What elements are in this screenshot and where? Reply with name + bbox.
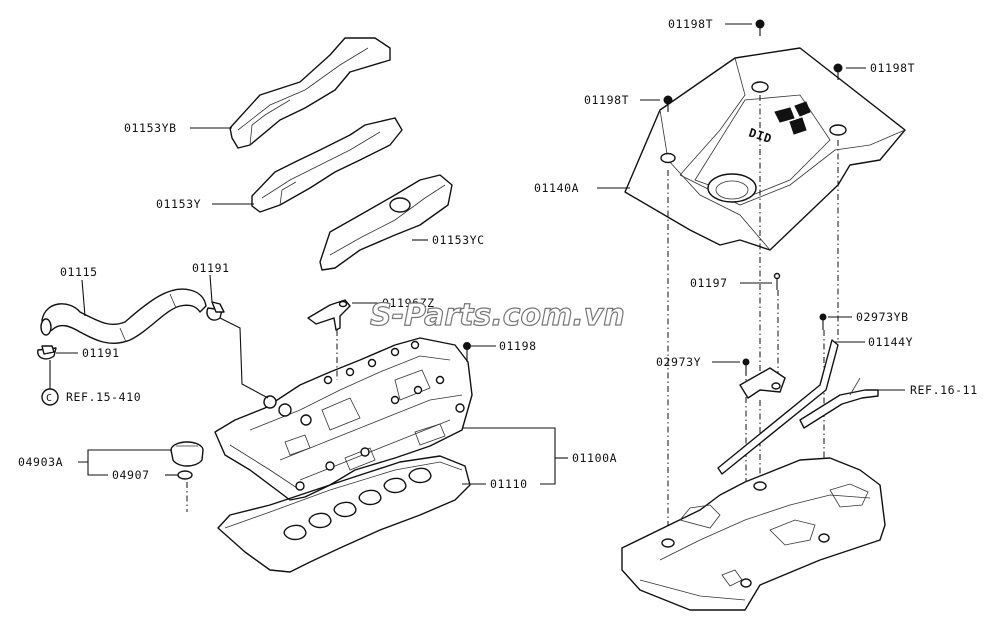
callout-01153YB: 01153YB [124, 121, 177, 135]
ref-circle-icon: C [41, 388, 59, 406]
callout-01191-left: 01191 [82, 346, 120, 360]
callout-01198T-right: 01198T [870, 61, 915, 75]
callout-04907: 04907 [112, 468, 150, 482]
cover-studs [263, 340, 465, 491]
valve-cover-01100A [214, 337, 473, 501]
callout-01140A: 01140A [534, 181, 579, 195]
callout-02973YB: 02973YB [856, 310, 909, 324]
bolt-01198-icon [463, 342, 471, 362]
gasket-01110 [217, 455, 471, 573]
insulator-01153YC [319, 174, 453, 271]
callout-01198: 01198 [499, 339, 537, 353]
bolt-01198T-top-icon [755, 19, 765, 36]
bracket-01196ZZ [307, 299, 351, 331]
callout-01191-top: 01191 [192, 261, 230, 275]
oil-filler-cap-04903A [170, 441, 204, 467]
clamp-01191-top-icon [206, 301, 225, 321]
engine-head-outline [621, 457, 886, 611]
hose-01115 [40, 288, 207, 344]
oring-04907-icon [177, 470, 193, 480]
callout-01197: 01197 [690, 276, 728, 290]
callout-01196ZZ: 01196ZZ [382, 296, 435, 310]
engine-cover-01140A: DID [624, 47, 906, 251]
bracket-01144Y [717, 339, 879, 475]
callout-01144Y: 01144Y [868, 335, 913, 349]
bolt-02973Y-icon [742, 358, 750, 375]
callout-ref-15-410: REF.15-410 [66, 390, 141, 404]
insulator-01153YB [229, 37, 391, 149]
leader-lines [56, 23, 905, 485]
callout-01198T-top: 01198T [668, 17, 713, 31]
bolt-01198T-right-icon [833, 63, 843, 80]
clamp-01191-left-icon [37, 345, 57, 360]
stud-01197-icon [773, 272, 781, 290]
callout-01115: 01115 [60, 265, 98, 279]
callout-04903A: 04903A [18, 455, 63, 469]
callout-01100A: 01100A [572, 451, 617, 465]
ref-circle-letter: C [46, 393, 53, 404]
callout-01110: 01110 [490, 477, 528, 491]
bolt-02973YB-icon [819, 313, 827, 330]
bolt-01198T-left-icon [663, 95, 673, 112]
callout-ref-16-11: REF.16-11 [910, 383, 978, 397]
watermark-text: S-Parts.com.vn [370, 298, 625, 333]
callout-01198T-left: 01198T [584, 93, 629, 107]
callout-01153Y: 01153Y [156, 197, 201, 211]
callout-01153YC: 01153YC [432, 233, 485, 247]
callout-02973Y: 02973Y [656, 355, 701, 369]
insulator-01153Y [251, 117, 403, 213]
